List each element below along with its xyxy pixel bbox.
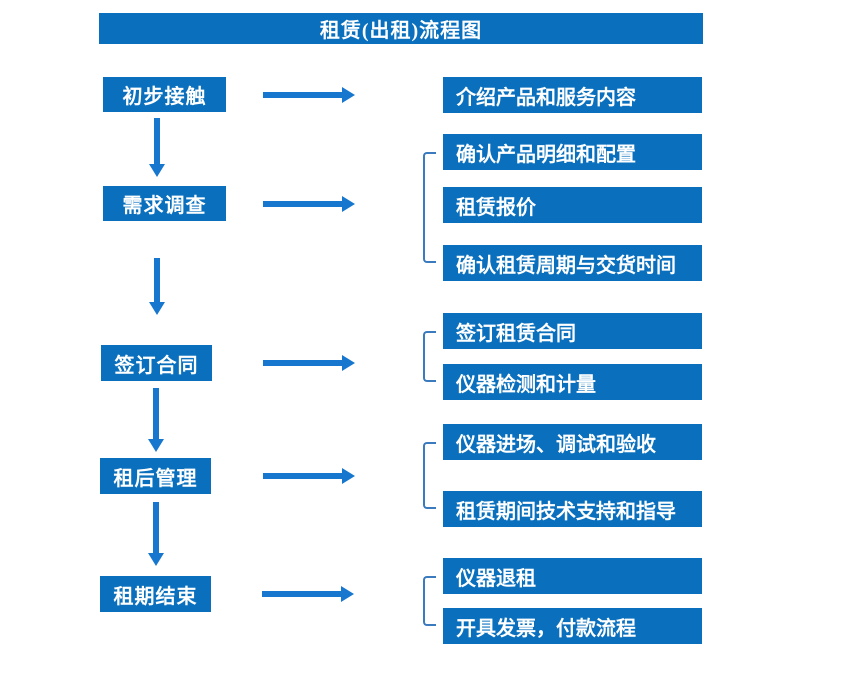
group-bracket-demand-survey bbox=[423, 152, 436, 263]
flow-output-box-rental-quote: 租赁报价 bbox=[443, 187, 702, 223]
right-arrow-icon bbox=[262, 586, 354, 602]
right-arrow-icon bbox=[263, 87, 355, 103]
flow-step-box-post-rental-management: 租后管理 bbox=[100, 458, 211, 494]
group-bracket-post-rental bbox=[423, 442, 436, 509]
flow-output-box-tech-support: 租赁期间技术支持和指导 bbox=[443, 491, 702, 527]
down-arrow-head bbox=[148, 553, 164, 566]
right-arrow-icon bbox=[263, 468, 355, 484]
flow-output-box-instrument-installation: 仪器进场、调试和验收 bbox=[443, 424, 702, 460]
flow-step-box-demand-survey: 需求调查 bbox=[103, 186, 226, 221]
right-arrow-shaft bbox=[263, 92, 342, 98]
down-arrow-shaft bbox=[154, 258, 160, 303]
flow-output-box-confirm-rental-period: 确认租赁周期与交货时间 bbox=[443, 245, 702, 281]
group-bracket-sign-contract bbox=[423, 331, 436, 382]
down-arrow-icon bbox=[148, 502, 165, 566]
right-arrow-shaft bbox=[263, 360, 342, 366]
flow-step-box-rental-end: 租期结束 bbox=[100, 576, 211, 612]
right-arrow-head bbox=[342, 468, 355, 484]
down-arrow-head bbox=[148, 439, 164, 452]
down-arrow-icon bbox=[149, 118, 166, 177]
right-arrow-shaft bbox=[263, 201, 342, 207]
flow-output-box-instrument-testing: 仪器检测和计量 bbox=[443, 364, 702, 400]
down-arrow-shaft bbox=[153, 502, 159, 554]
flow-output-box-confirm-product-details: 确认产品明细和配置 bbox=[443, 134, 702, 170]
right-arrow-head bbox=[342, 196, 355, 212]
diagram-title: 租赁(出租)流程图 bbox=[99, 13, 703, 44]
group-bracket-rental-end bbox=[423, 576, 436, 626]
right-arrow-icon bbox=[263, 355, 355, 371]
right-arrow-head bbox=[341, 586, 354, 602]
right-arrow-shaft bbox=[262, 591, 341, 597]
right-arrow-shaft bbox=[263, 473, 342, 479]
down-arrow-shaft bbox=[153, 388, 159, 440]
down-arrow-head bbox=[149, 164, 165, 177]
down-arrow-shaft bbox=[154, 118, 160, 165]
flow-step-box-sign-contract: 签订合同 bbox=[101, 345, 212, 381]
down-arrow-head bbox=[149, 302, 165, 315]
right-arrow-head bbox=[342, 87, 355, 103]
down-arrow-icon bbox=[148, 388, 165, 452]
down-arrow-icon bbox=[149, 258, 166, 315]
flow-output-box-introduce-products: 介绍产品和服务内容 bbox=[443, 77, 702, 113]
flow-step-box-initial-contact: 初步接触 bbox=[103, 77, 226, 112]
right-arrow-icon bbox=[263, 196, 355, 212]
flow-output-box-sign-rental-contract: 签订租赁合同 bbox=[443, 313, 702, 349]
right-arrow-head bbox=[342, 355, 355, 371]
flow-output-box-instrument-return: 仪器退租 bbox=[443, 558, 702, 594]
flow-output-box-invoicing-payment: 开具发票，付款流程 bbox=[443, 608, 702, 644]
